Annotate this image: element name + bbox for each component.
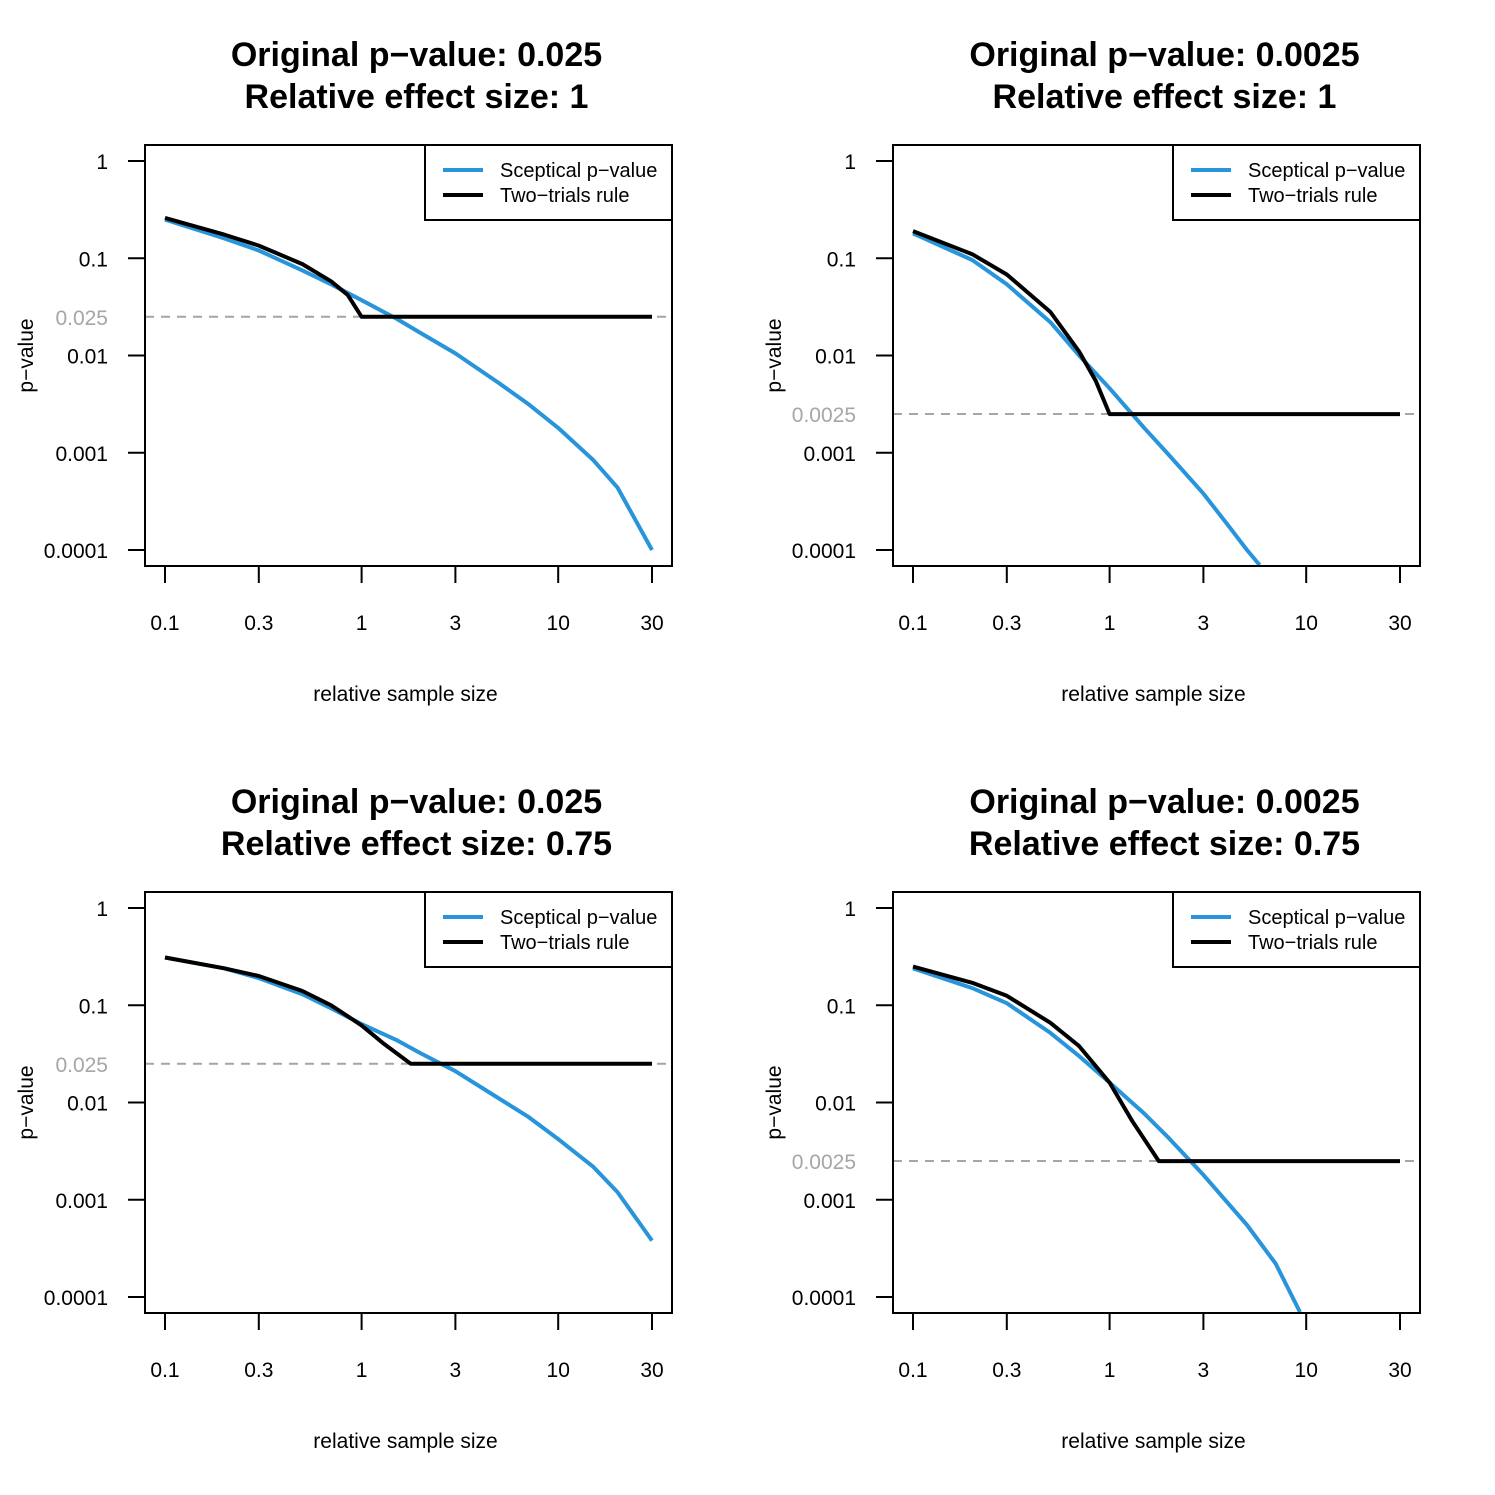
reference-line-label: 0.0025 [792, 1151, 856, 1174]
y-axis-label: p−value [763, 1065, 786, 1139]
x-tick-label: 3 [450, 1359, 462, 1382]
series-line-two-trials [912, 229, 1400, 417]
y-tick-label: 0.0001 [792, 540, 856, 563]
y-axis-label: p−value [15, 318, 38, 392]
x-tick-label: 3 [1198, 612, 1210, 635]
y-tick-label: 1 [844, 151, 856, 174]
x-tick-label: 3 [450, 612, 462, 635]
x-tick-label: 10 [1295, 612, 1318, 635]
x-tick-label: 10 [547, 1359, 570, 1382]
chart-title-line-2: Relative effect size: 0.75 [969, 825, 1360, 863]
reference-line-label: 0.025 [55, 1054, 108, 1077]
chart-title-line-2: Relative effect size: 0.75 [221, 825, 612, 863]
legend-box [1172, 891, 1421, 968]
legend-box [1172, 144, 1421, 221]
x-tick-label: 0.1 [898, 1359, 927, 1382]
x-tick-label: 10 [1295, 1359, 1318, 1382]
legend-entry: Sceptical p−value [500, 907, 657, 929]
chart-title-line-1: Original p−value: 0.025 [231, 783, 602, 821]
y-tick-label: 1 [96, 898, 108, 921]
series-line-two-trials [912, 964, 1400, 1164]
x-tick-label: 30 [640, 1359, 663, 1382]
series-line-sceptical [912, 231, 1262, 566]
y-tick-label: 0.1 [827, 995, 856, 1018]
legend-entry: Two−trials rule [1248, 185, 1378, 207]
y-tick-label: 0.001 [803, 1190, 856, 1213]
y-tick-label: 0.001 [55, 443, 108, 466]
x-tick-label: 0.3 [992, 1359, 1021, 1382]
x-tick-label: 30 [1388, 612, 1411, 635]
y-tick-label: 0.1 [79, 248, 108, 271]
x-tick-label: 1 [356, 1359, 368, 1382]
y-tick-label: 0.0001 [44, 540, 108, 563]
series-line-sceptical [164, 955, 654, 1242]
legend-entry: Two−trials rule [1248, 932, 1378, 954]
y-tick-label: 0.1 [827, 248, 856, 271]
reference-line-label: 0.0025 [792, 404, 856, 427]
series-line-two-trials [164, 955, 652, 1066]
chart-title-line-2: Relative effect size: 1 [993, 78, 1337, 116]
x-tick-label: 0.1 [150, 612, 179, 635]
y-tick-label: 0.01 [815, 1093, 856, 1116]
x-tick-label: 1 [356, 612, 368, 635]
x-tick-label: 0.1 [898, 612, 927, 635]
y-tick-label: 0.0001 [792, 1287, 856, 1310]
legend-entry: Sceptical p−value [1248, 907, 1405, 929]
x-tick-label: 0.3 [244, 1359, 273, 1382]
y-tick-label: 0.001 [803, 443, 856, 466]
x-axis-label: relative sample size [1061, 683, 1245, 706]
y-tick-label: 0.0001 [44, 1287, 108, 1310]
x-tick-label: 3 [1198, 1359, 1210, 1382]
y-tick-label: 0.1 [79, 995, 108, 1018]
legend-entry: Sceptical p−value [500, 160, 657, 182]
series-line-sceptical [164, 217, 654, 551]
y-tick-label: 0.01 [67, 346, 108, 369]
x-tick-label: 1 [1104, 1359, 1116, 1382]
y-tick-label: 1 [96, 151, 108, 174]
legend-entry: Two−trials rule [500, 932, 630, 954]
reference-line-label: 0.025 [55, 307, 108, 330]
legend-box [424, 891, 673, 968]
series-line-sceptical [912, 966, 1302, 1313]
x-tick-label: 1 [1104, 612, 1116, 635]
y-tick-label: 1 [844, 898, 856, 921]
chart-title-line-1: Original p−value: 0.0025 [969, 783, 1359, 821]
x-axis-label: relative sample size [313, 1430, 497, 1453]
x-tick-label: 30 [1388, 1359, 1411, 1382]
chart-title-line-2: Relative effect size: 1 [245, 78, 589, 116]
y-tick-label: 0.01 [67, 1093, 108, 1116]
y-tick-label: 0.001 [55, 1190, 108, 1213]
chart-title-line-1: Original p−value: 0.025 [231, 36, 602, 74]
legend-box [424, 144, 673, 221]
y-tick-label: 0.01 [815, 346, 856, 369]
x-axis-label: relative sample size [1061, 1430, 1245, 1453]
y-axis-label: p−value [763, 318, 786, 392]
x-tick-label: 30 [640, 612, 663, 635]
y-axis-label: p−value [15, 1065, 38, 1139]
chart-title-line-1: Original p−value: 0.0025 [969, 36, 1359, 74]
x-tick-label: 0.3 [244, 612, 273, 635]
legend-entry: Two−trials rule [500, 185, 630, 207]
x-axis-label: relative sample size [313, 683, 497, 706]
series-line-two-trials [164, 215, 652, 319]
x-tick-label: 0.3 [992, 612, 1021, 635]
x-tick-label: 10 [547, 612, 570, 635]
x-tick-label: 0.1 [150, 1359, 179, 1382]
legend-entry: Sceptical p−value [1248, 160, 1405, 182]
